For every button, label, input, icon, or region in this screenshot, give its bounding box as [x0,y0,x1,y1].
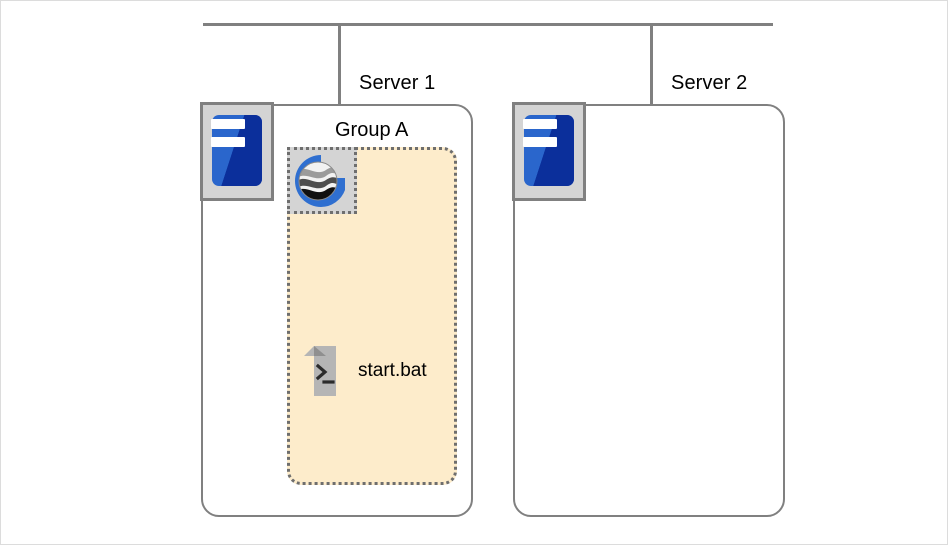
server-machine-icon [200,102,274,201]
server-slot-bar [523,119,557,129]
network-bus-line [203,23,773,26]
group-a-label: Group A [335,119,409,141]
server-slot-bar [211,119,245,129]
batch-file-icon [304,346,344,396]
start-bat-item[interactable]: start.bat [304,346,427,396]
server-slot-bar [523,137,557,147]
network-drop-line-server-1 [338,23,341,105]
server-2-label: Server 2 [671,72,748,94]
start-bat-label: start.bat [358,360,427,381]
glassfish-icon[interactable] [287,147,357,214]
server-1-label: Server 1 [359,72,436,94]
group-a-box[interactable] [287,147,457,485]
server-machine-icon [512,102,586,201]
server-slot-bar [211,137,245,147]
network-drop-line-server-2 [650,23,653,105]
